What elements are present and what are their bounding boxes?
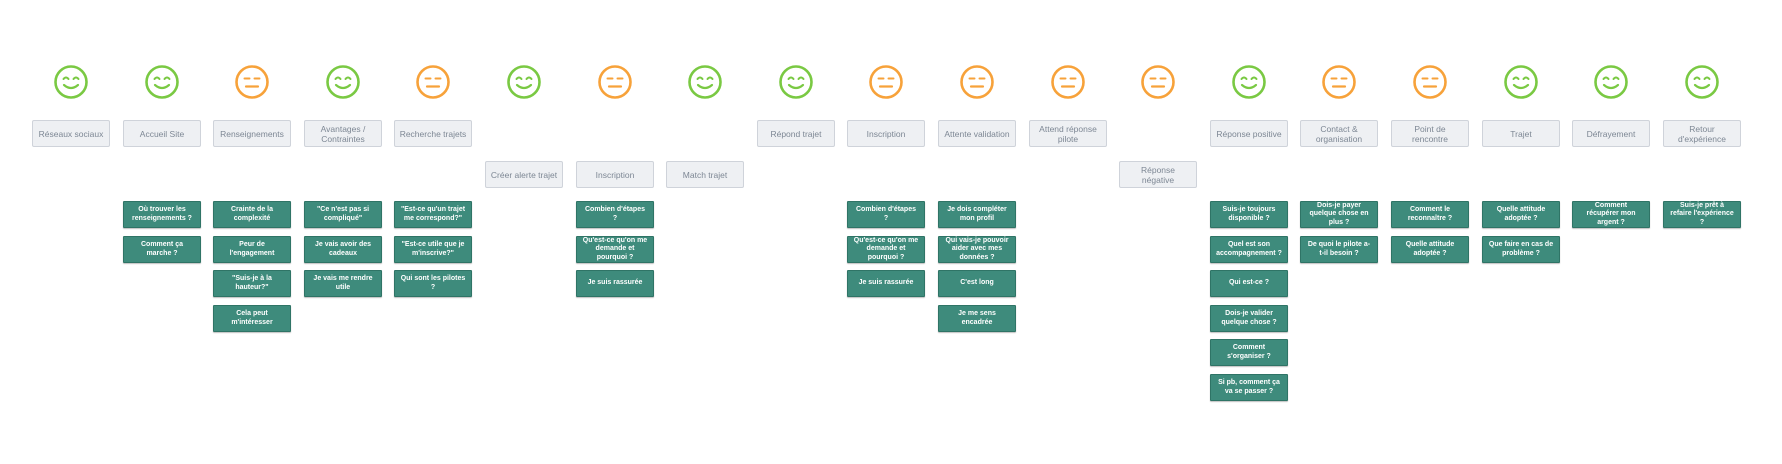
question-card: Qui est-ce ?: [1210, 270, 1288, 297]
happy-face-icon: [778, 64, 814, 100]
journey-stage: Trajet: [1482, 120, 1560, 147]
question-card: Je suis rassurée: [576, 270, 654, 297]
question-card: Suis-je toujours disponible ?: [1210, 201, 1288, 228]
neutral-face-icon: [597, 64, 633, 100]
question-card: Comment le reconnaître ?: [1391, 201, 1469, 228]
question-card: Quelle attitude adoptée ?: [1482, 201, 1560, 228]
question-card: Comment récupérer mon argent ?: [1572, 201, 1650, 228]
question-card: Dois-je valider quelque chose ?: [1210, 305, 1288, 332]
question-card: "Ce n'est pas si compliqué": [304, 201, 382, 228]
question-card: Je me sens encadrée: [938, 305, 1016, 332]
journey-stage: Créer alerte trajet: [485, 161, 563, 188]
neutral-face-icon: [1321, 64, 1357, 100]
question-card: Qui vais-je pouvoir aider avec mes donné…: [938, 236, 1016, 263]
journey-stage: Match trajet: [666, 161, 744, 188]
question-card: Peur de l'engagement: [213, 236, 291, 263]
question-card: Combien d'étapes ?: [576, 201, 654, 228]
happy-face-icon: [506, 64, 542, 100]
question-card: "Est-ce utile que je m'inscrive?": [394, 236, 472, 263]
neutral-face-icon: [1050, 64, 1086, 100]
journey-stage: Réponse négative: [1119, 161, 1197, 188]
question-card: Quel est son accompagnement ?: [1210, 236, 1288, 263]
question-card: Quelle attitude adoptée ?: [1391, 236, 1469, 263]
journey-stage: Recherche trajets: [394, 120, 472, 147]
happy-face-icon: [53, 64, 89, 100]
journey-stage: Attend réponse pilote: [1029, 120, 1107, 147]
happy-face-icon: [1231, 64, 1267, 100]
neutral-face-icon: [868, 64, 904, 100]
question-card: Que faire en cas de problème ?: [1482, 236, 1560, 263]
neutral-face-icon: [415, 64, 451, 100]
question-card: Combien d'étapes ?: [847, 201, 925, 228]
journey-stage: Attente validation: [938, 120, 1016, 147]
question-card: Qu'est-ce qu'on me demande et pourquoi ?: [576, 236, 654, 263]
question-card: C'est long: [938, 270, 1016, 297]
question-card: De quoi le pilote a-t-il besoin ?: [1300, 236, 1378, 263]
happy-face-icon: [144, 64, 180, 100]
journey-stage: Avantages / Contraintes: [304, 120, 382, 147]
question-card: Comment ça marche ?: [123, 236, 201, 263]
happy-face-icon: [1503, 64, 1539, 100]
journey-stage: Inscription: [576, 161, 654, 188]
neutral-face-icon: [234, 64, 270, 100]
journey-stage: Réponse positive: [1210, 120, 1288, 147]
question-card: Qu'est-ce qu'on me demande et pourquoi ?: [847, 236, 925, 263]
journey-stage: Point de rencontre: [1391, 120, 1469, 147]
neutral-face-icon: [1412, 64, 1448, 100]
journey-stage: Accueil Site: [123, 120, 201, 147]
question-card: Comment s'organiser ?: [1210, 339, 1288, 366]
question-card: Qui sont les pilotes ?: [394, 270, 472, 297]
question-card: Je dois compléter mon profil: [938, 201, 1016, 228]
question-card: Crainte de la complexité: [213, 201, 291, 228]
question-card: Où trouver les renseignements ?: [123, 201, 201, 228]
journey-stage: Contact & organisation: [1300, 120, 1378, 147]
neutral-face-icon: [959, 64, 995, 100]
question-card: Dois-je payer quelque chose en plus ?: [1300, 201, 1378, 228]
journey-stage: Retour d'expérience: [1663, 120, 1741, 147]
question-card: Cela peut m'intéresser: [213, 305, 291, 332]
journey-stage: Répond trajet: [757, 120, 835, 147]
happy-face-icon: [687, 64, 723, 100]
neutral-face-icon: [1140, 64, 1176, 100]
journey-stage: Inscription: [847, 120, 925, 147]
question-card: Je vais me rendre utile: [304, 270, 382, 297]
journey-stage: Réseaux sociaux: [32, 120, 110, 147]
journey-stage: Renseignements: [213, 120, 291, 147]
question-card: Si pb, comment ça va se passer ?: [1210, 374, 1288, 401]
question-card: "Est-ce qu'un trajet me correspond?": [394, 201, 472, 228]
question-card: Suis-je prêt à refaire l'expérience ?: [1663, 201, 1741, 228]
happy-face-icon: [1593, 64, 1629, 100]
happy-face-icon: [325, 64, 361, 100]
happy-face-icon: [1684, 64, 1720, 100]
question-card: "Suis-je à la hauteur?": [213, 270, 291, 297]
question-card: Je suis rassurée: [847, 270, 925, 297]
question-card: Je vais avoir des cadeaux: [304, 236, 382, 263]
journey-stage: Défrayement: [1572, 120, 1650, 147]
